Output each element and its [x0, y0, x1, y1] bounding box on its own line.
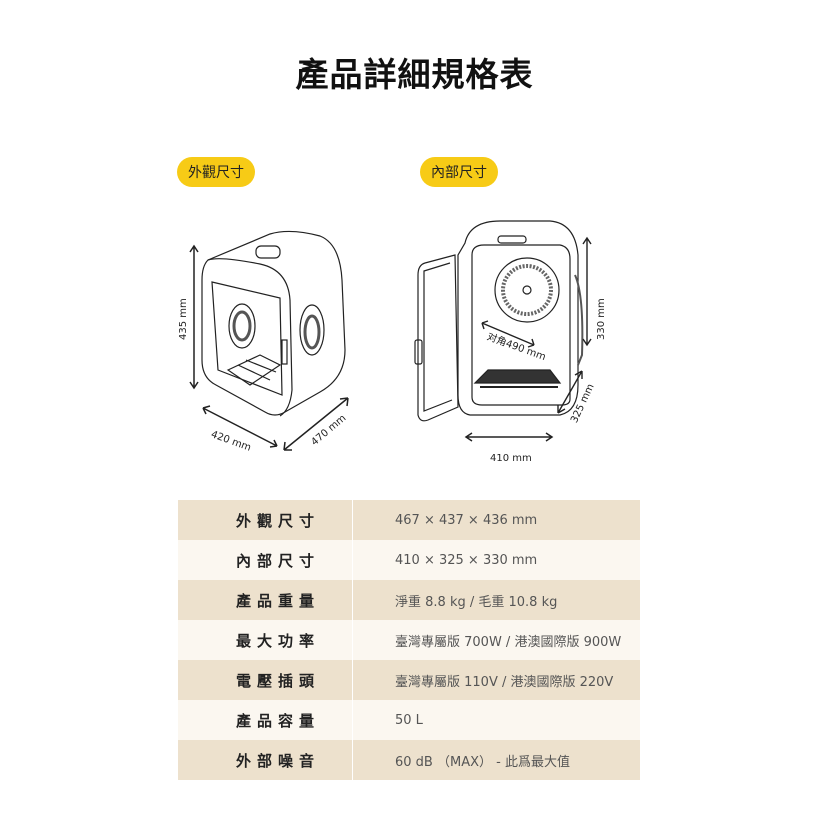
spec-table: 外觀尺寸 467 × 437 × 436 mm 內部尺寸 410 × 325 × 3… [178, 500, 640, 780]
spec-label: 產品容量 [178, 700, 353, 740]
spec-label: 內部尺寸 [178, 540, 353, 580]
spec-label: 最大功率 [178, 620, 353, 660]
spec-value: 467 × 437 × 436 mm [395, 512, 538, 528]
interior-height-label: 330 mm [596, 298, 607, 340]
spec-label: 外部噪音 [178, 740, 353, 780]
exterior-device-illustration [189, 230, 349, 451]
table-row: 產品容量 50 L [178, 700, 640, 740]
exterior-height-label: 435 mm [178, 298, 189, 340]
exterior-badge: 外觀尺寸 [177, 157, 255, 187]
table-row: 外觀尺寸 467 × 437 × 436 mm [178, 500, 640, 540]
spec-value: 淨重 8.8 kg / 毛重 10.8 kg [395, 594, 558, 610]
table-row: 電壓插頭 臺灣專屬版 110V / 港澳國際版 220V [178, 660, 640, 700]
spec-value: 臺灣專屬版 700W / 港澳國際版 900W [395, 634, 622, 650]
interior-device-illustration [414, 220, 592, 442]
table-row: 最大功率 臺灣專屬版 700W / 港澳國際版 900W [178, 620, 640, 660]
page-title: 產品詳細規格表 [295, 55, 534, 94]
spec-value: 臺灣專屬版 110V / 港澳國際版 220V [395, 674, 614, 690]
spec-value: 60 dB （MAX） - 此爲最大值 [395, 754, 570, 770]
interior-width-label: 410 mm [490, 453, 532, 464]
spec-label: 電壓插頭 [178, 660, 353, 700]
spec-value: 50 L [395, 712, 423, 728]
spec-label: 外觀尺寸 [178, 500, 353, 540]
table-row: 產品重量 淨重 8.8 kg / 毛重 10.8 kg [178, 580, 640, 620]
spec-value: 410 × 325 × 330 mm [395, 552, 538, 568]
spec-label: 產品重量 [178, 580, 353, 620]
interior-badge: 內部尺寸 [420, 157, 498, 187]
table-row: 內部尺寸 410 × 325 × 330 mm [178, 540, 640, 580]
table-row: 外部噪音 60 dB （MAX） - 此爲最大值 [178, 740, 640, 780]
